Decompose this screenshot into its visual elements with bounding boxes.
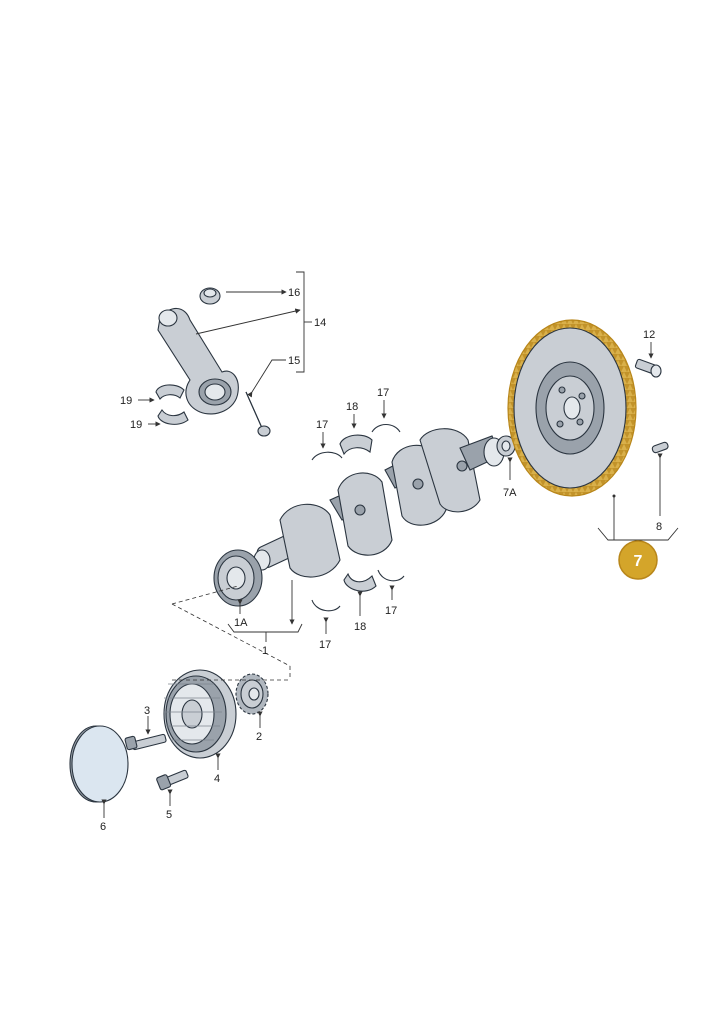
crankshaft-part[interactable] bbox=[253, 428, 505, 578]
thrust-washer-upper-left-part[interactable] bbox=[311, 451, 343, 461]
crankshaft-sprocket-part[interactable] bbox=[213, 549, 263, 607]
label-19-upper[interactable]: 19 bbox=[120, 395, 132, 407]
label-18-upper[interactable]: 18 bbox=[346, 401, 358, 413]
small-end-bushing-part[interactable] bbox=[199, 287, 221, 305]
leader-lines bbox=[101, 271, 679, 818]
label-1a[interactable]: 1A bbox=[234, 617, 248, 629]
label-7[interactable]: 7 bbox=[634, 553, 643, 570]
label-7a[interactable]: 7A bbox=[503, 487, 517, 499]
thrust-washer-lower-left-part[interactable] bbox=[311, 599, 341, 612]
conrod-bolt-part[interactable] bbox=[245, 391, 271, 437]
conrod-bearing-shell-lower-part[interactable] bbox=[157, 409, 189, 425]
connecting-rod-group[interactable] bbox=[155, 287, 271, 437]
label-17-lower-left[interactable]: 17 bbox=[319, 639, 331, 651]
label-17-upper-left[interactable]: 17 bbox=[316, 419, 328, 431]
label-16[interactable]: 16 bbox=[288, 287, 300, 299]
label-19-lower[interactable]: 19 bbox=[130, 419, 142, 431]
label-1[interactable]: 1 bbox=[262, 645, 268, 657]
label-8[interactable]: 8 bbox=[656, 521, 662, 533]
label-14[interactable]: 14 bbox=[314, 317, 326, 329]
dowel-pin-part[interactable] bbox=[651, 441, 669, 454]
thrust-washer-lower-right-part[interactable] bbox=[377, 569, 405, 582]
label-18-lower[interactable]: 18 bbox=[354, 621, 366, 633]
label-3[interactable]: 3 bbox=[144, 705, 150, 717]
label-4[interactable]: 4 bbox=[214, 773, 220, 785]
connecting-rod-part[interactable] bbox=[157, 307, 239, 415]
part-labels: 16 14 15 19 19 17 18 17 7A 12 8 17 18 17… bbox=[100, 287, 662, 833]
cover-cap-part[interactable] bbox=[69, 725, 129, 803]
conrod-bearing-shell-upper-part[interactable] bbox=[155, 384, 185, 400]
label-15[interactable]: 15 bbox=[288, 355, 300, 367]
flywheel-bolt-part[interactable] bbox=[634, 358, 662, 378]
crankshaft-gear-part[interactable] bbox=[235, 673, 269, 715]
label-17-upper-right[interactable]: 17 bbox=[377, 387, 389, 399]
thrust-washer-upper-right-part[interactable] bbox=[371, 423, 401, 433]
main-bearing-shell-lower-part[interactable] bbox=[343, 572, 377, 592]
label-5[interactable]: 5 bbox=[166, 809, 172, 821]
label-12[interactable]: 12 bbox=[643, 329, 655, 341]
label-17-lower-right[interactable]: 17 bbox=[385, 605, 397, 617]
pilot-bearing-part[interactable] bbox=[496, 435, 516, 457]
pulley-bolt-part[interactable] bbox=[124, 733, 167, 751]
vibration-damper-pulley-part[interactable] bbox=[163, 669, 237, 759]
label-2[interactable]: 2 bbox=[256, 731, 262, 743]
central-bolt-part[interactable] bbox=[156, 769, 189, 791]
flywheel-part[interactable] bbox=[507, 319, 637, 497]
label-6[interactable]: 6 bbox=[100, 821, 106, 833]
highlight-callout-7[interactable]: 7 bbox=[618, 540, 658, 580]
main-bearing-shell-upper-part[interactable] bbox=[339, 434, 373, 456]
